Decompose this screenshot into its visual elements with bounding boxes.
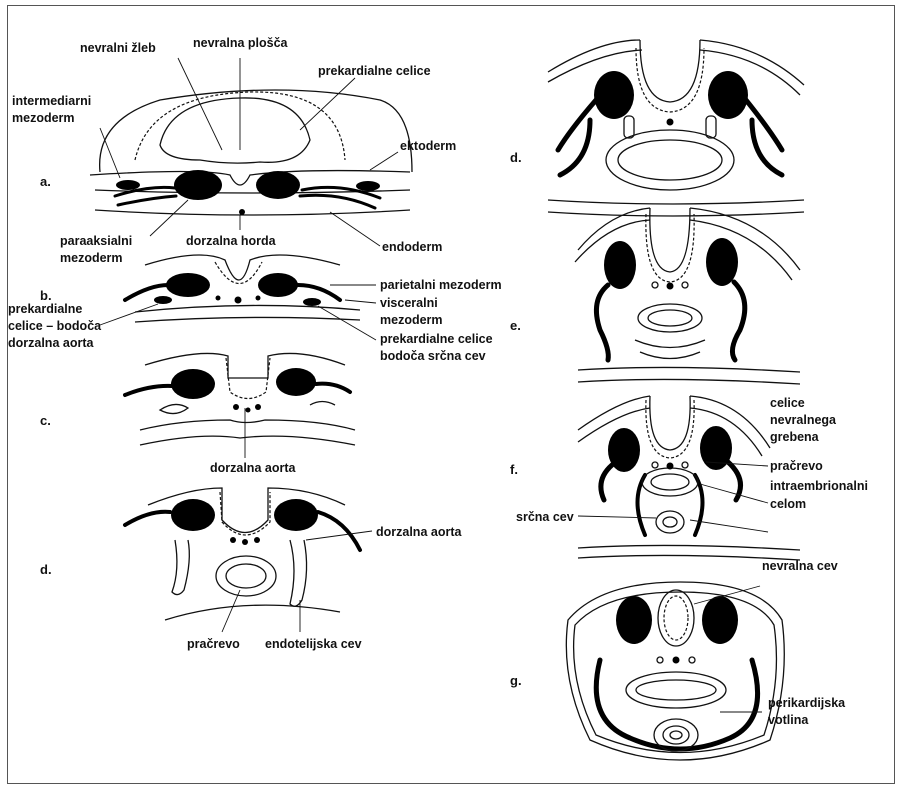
stage-label-b: b. [40, 288, 52, 303]
label-intermediarni: intermediarni [12, 94, 91, 108]
label-dorzalna-aorta-3: dorzalna aorta [376, 525, 462, 539]
section-d-right [548, 40, 804, 216]
label-endotelijska-cev: endotelijska cev [265, 637, 362, 651]
stage-label-d-left: d. [40, 562, 52, 577]
label-celice: celice [770, 396, 805, 410]
section-f [578, 396, 800, 560]
label-nevralnega: nevralnega [770, 413, 837, 427]
stage-label-g: g. [510, 673, 522, 688]
stage-label-c: c. [40, 413, 51, 428]
label-parietalni-mezoderm: parietalni mezoderm [380, 278, 502, 292]
label-bodoca-srcna-cev: bodoča srčna cev [380, 349, 486, 363]
section-e [575, 208, 800, 384]
label-nevralni-zleb: nevralni žleb [80, 41, 156, 55]
label-prekardialne-celice-top: prekardialne celice [318, 64, 431, 78]
stage-label-f: f. [510, 462, 518, 477]
label-votlina: votlina [768, 713, 809, 727]
label-dorzalna-aorta-1: dorzalna aorta [8, 336, 94, 350]
stage-label-a: a. [40, 174, 51, 189]
section-c [125, 353, 355, 445]
stage-label-d-right: d. [510, 150, 522, 165]
label-prekardialne: prekardialne [8, 302, 82, 316]
label-dorzalna-horda: dorzalna horda [186, 234, 277, 248]
label-nevralna-plosca: nevralna plošča [193, 36, 289, 50]
label-mezoderm-1: mezoderm [12, 111, 75, 125]
section-g [566, 582, 784, 760]
section-a [90, 90, 412, 215]
section-b [125, 255, 360, 322]
label-paraaksialni: paraaksialni [60, 234, 132, 248]
stage-letters: a. b. c. d. d. e. f. g. [40, 150, 522, 688]
label-celom: celom [770, 497, 806, 511]
stage-label-e: e. [510, 318, 521, 333]
label-visceralni: visceralni [380, 296, 438, 310]
label-dorzalna-aorta-2: dorzalna aorta [210, 461, 296, 475]
label-perikardijska: perikardijska [768, 696, 846, 710]
label-srcna-cev: srčna cev [516, 510, 574, 524]
label-pracrevo-1: pračrevo [187, 637, 240, 651]
label-prekardialne-celice-b: prekardialne celice [380, 332, 493, 346]
label-mezoderm-2: mezoderm [60, 251, 123, 265]
label-mezoderm-3: mezoderm [380, 313, 443, 327]
label-pracrevo-2: pračrevo [770, 459, 823, 473]
label-nevralna-cev: nevralna cev [762, 559, 838, 573]
section-d-left [125, 488, 360, 620]
label-celice-bodoca: celice – bodoča [8, 319, 102, 333]
label-endoderm: endoderm [382, 240, 442, 254]
label-intraembrionalni: intraembrionalni [770, 479, 868, 493]
label-ektoderm: ektoderm [400, 139, 456, 153]
label-grebena: grebena [770, 430, 820, 444]
